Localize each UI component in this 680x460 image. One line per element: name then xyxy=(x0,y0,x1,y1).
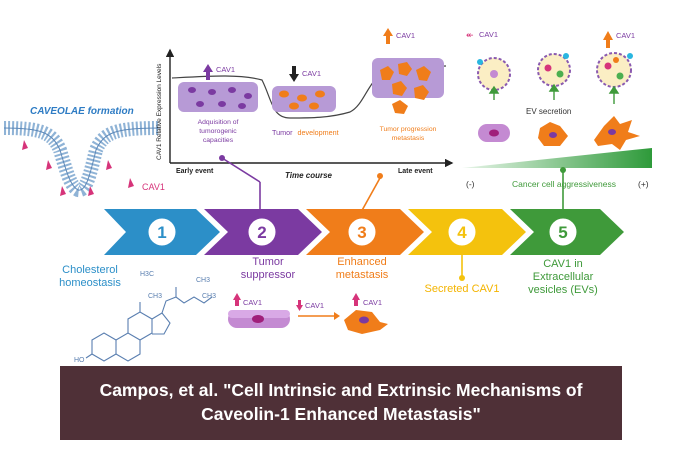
tumor-cells-cluster xyxy=(272,86,336,112)
graph-xlabel: Time course xyxy=(285,171,333,180)
stage2-development: development xyxy=(298,128,339,137)
cholesterol-ho: HO xyxy=(74,357,85,364)
stage2-cav1: CAV1 xyxy=(302,69,321,78)
step-number-2: 2 xyxy=(257,223,266,242)
extracellular-vesicle xyxy=(596,52,633,88)
ev-cav1-left: CAV1 xyxy=(479,30,498,39)
timeline: 1 2 3 4 5 Cholesterol homeostasis Tumor … xyxy=(59,155,624,296)
aggressiveness-plus: (+) xyxy=(638,179,649,189)
cholesterol-ch3-d: CH3 xyxy=(202,293,216,300)
step3-label-line1: Enhanced xyxy=(337,256,387,268)
cav1-up-arrow-icon xyxy=(352,293,360,306)
caption-line-2: Caveolin-1 Enhanced Metastasis" xyxy=(201,404,481,424)
graph-ylabel: CAV1 Relative Expression Levels xyxy=(156,63,163,160)
cav1-down-arrow-icon xyxy=(296,300,303,311)
graph-late-label: Late event xyxy=(398,168,433,175)
ev-cav1-right: CAV1 xyxy=(616,31,635,40)
aggressiveness-minus: (-) xyxy=(466,179,475,189)
step-badge-1: 1 xyxy=(145,215,179,249)
step2-label-line2: suppressor xyxy=(241,269,296,281)
step-badge-4: 4 xyxy=(445,215,479,249)
cav1-down-arrow-icon xyxy=(289,66,299,82)
stage2-tumor: Tumor xyxy=(272,128,293,137)
invasive-cell-icon xyxy=(594,116,640,150)
step-number-1: 1 xyxy=(157,223,166,242)
step-number-3: 3 xyxy=(357,223,366,242)
extracellular-vesicle xyxy=(477,57,511,91)
cav1-protein-icon xyxy=(22,140,134,196)
suppressor-cav1-up2: CAV1 xyxy=(363,298,382,307)
cav1-up-arrow-icon xyxy=(603,31,613,48)
stage3-line1: Tumor progression xyxy=(380,126,437,133)
step-badge-5: 5 xyxy=(546,215,580,249)
aggressiveness-label: Cancer cell aggressiveness xyxy=(512,179,616,189)
extracellular-vesicle xyxy=(537,53,571,87)
ev-panel: ↞ CAV1 CAV1 EV secretion xyxy=(462,30,652,189)
suppressor-cav1-down: CAV1 xyxy=(305,301,324,310)
cholesterol-ch3-a: H3C xyxy=(140,271,154,278)
suppressor-cav1-up: CAV1 xyxy=(243,298,262,307)
aggressiveness-wedge xyxy=(462,148,652,168)
caption-line-1: Campos, et al. "Cell Intrinsic and Extri… xyxy=(99,380,583,400)
normal-cells-cluster xyxy=(178,82,258,112)
connector-lines xyxy=(219,155,566,281)
suppressor-cells: CAV1 CAV1 CAV1 xyxy=(228,293,388,334)
citation-caption: Campos, et al. "Cell Intrinsic and Extri… xyxy=(60,366,622,440)
graph-early-label: Early event xyxy=(176,168,214,175)
cholesterol-structure xyxy=(85,287,213,362)
step-badge-2: 2 xyxy=(245,215,279,249)
caveolae-diagram: CAVEOLAE formation CAV1 xyxy=(3,106,165,197)
cav1-up-arrow-icon xyxy=(233,293,241,306)
flat-cell-icon xyxy=(228,310,290,328)
step1-label-line2: homeostasis xyxy=(59,277,121,289)
cholesterol-ch3-c: CH3 xyxy=(196,277,210,284)
step-number-5: 5 xyxy=(558,223,567,242)
step5-label-line3: vesicles (EVs) xyxy=(528,284,598,296)
cav1-up-arrow-icon xyxy=(383,28,393,44)
step3-label-line2: metastasis xyxy=(336,269,389,281)
caveolae-cav1-label: CAV1 xyxy=(142,182,165,192)
step-number-4: 4 xyxy=(457,223,467,242)
stage1-cav1: CAV1 xyxy=(216,65,235,74)
stage3-cav1: CAV1 xyxy=(396,31,415,40)
step4-label-line1: Secreted CAV1 xyxy=(424,283,499,295)
step5-label-line2: Extracellular xyxy=(533,271,594,283)
step2-label-line1: Tumor xyxy=(252,256,284,268)
ev-secretion-label: EV secretion xyxy=(526,107,571,116)
stage1-line2: tumorogenic xyxy=(199,128,237,135)
metastatic-cell-icon xyxy=(344,310,388,334)
stage3-line2: metastasis xyxy=(392,135,425,142)
step1-label-line1: Cholesterol xyxy=(62,264,118,276)
caveolae-title: CAVEOLAE formation xyxy=(30,106,134,117)
cholesterol-ch3-b: CH3 xyxy=(148,293,162,300)
stage1-line1: Adquisition of xyxy=(198,119,239,126)
step5-label-line1: CAV1 in xyxy=(543,258,583,270)
cav1-up-arrow-icon xyxy=(203,64,213,80)
stage2-label: Tumor development xyxy=(272,128,339,137)
stage1-line3: capacities xyxy=(203,137,234,144)
expression-graph: CAV1 Relative Expression Levels Time cou… xyxy=(156,28,454,180)
ev-cav1-left-arrow-icon: ↞ xyxy=(466,30,474,40)
step-badge-3: 3 xyxy=(345,215,379,249)
spindle-cell-icon xyxy=(538,122,568,146)
round-cell-icon xyxy=(478,124,510,142)
metastatic-cells-cluster xyxy=(372,58,444,114)
